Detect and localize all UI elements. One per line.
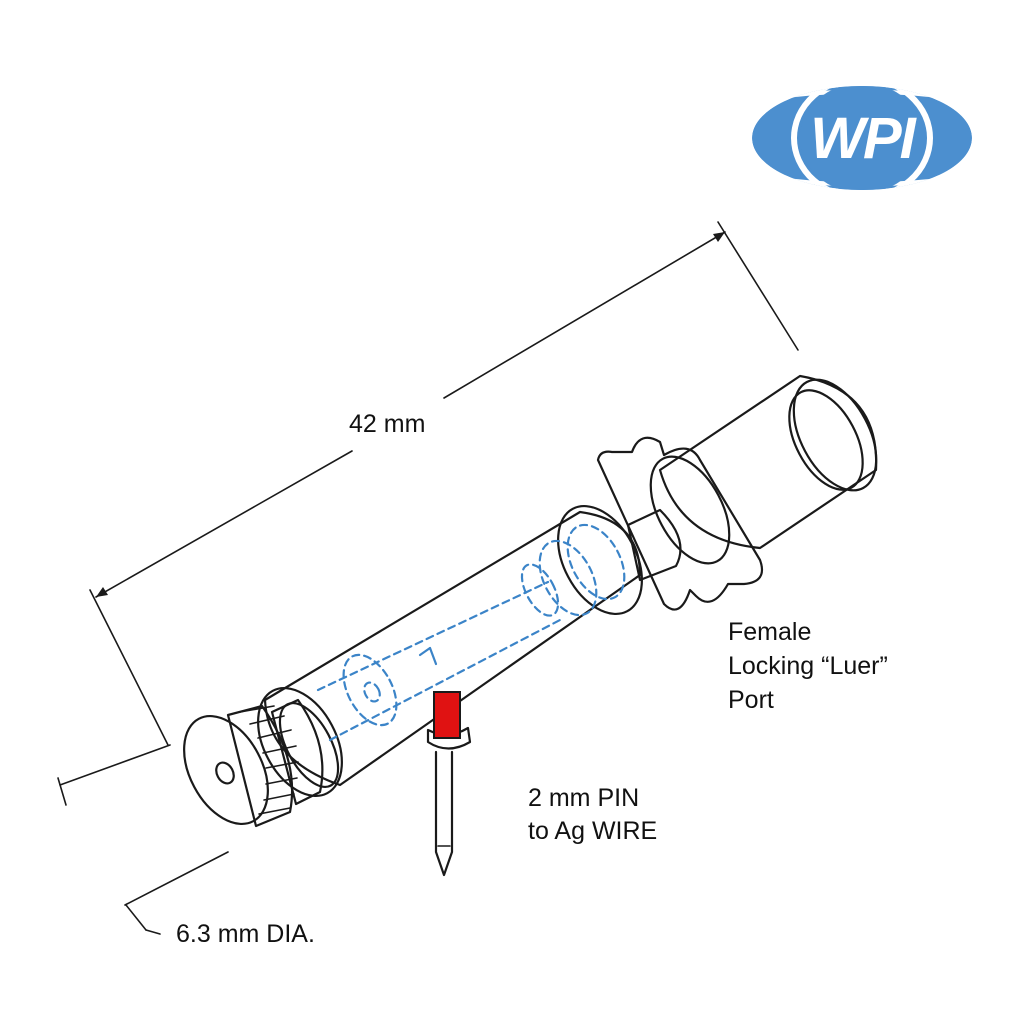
pin-label-line-1: 2 mm PIN bbox=[528, 784, 640, 812]
wpi-logo: WPI bbox=[752, 86, 972, 190]
main-body bbox=[257, 504, 643, 798]
pin-label-line-2: to Ag WIRE bbox=[528, 817, 658, 845]
length-dimension bbox=[89, 221, 799, 746]
pin-connector bbox=[426, 691, 472, 877]
internal-hidden-lines bbox=[316, 523, 626, 742]
logo-text: WPI bbox=[810, 106, 917, 171]
knurled-cap bbox=[183, 704, 299, 828]
luer-fitting bbox=[596, 374, 878, 611]
port-label-line-3: Port bbox=[728, 686, 774, 714]
port-label-line-2: Locking “Luer” bbox=[728, 652, 888, 680]
port-label-line-1: Female bbox=[728, 618, 812, 646]
diameter-label: 6.3 mm DIA. bbox=[176, 920, 315, 948]
diameter-dimension bbox=[57, 744, 229, 935]
length-label: 42 mm bbox=[349, 410, 426, 438]
